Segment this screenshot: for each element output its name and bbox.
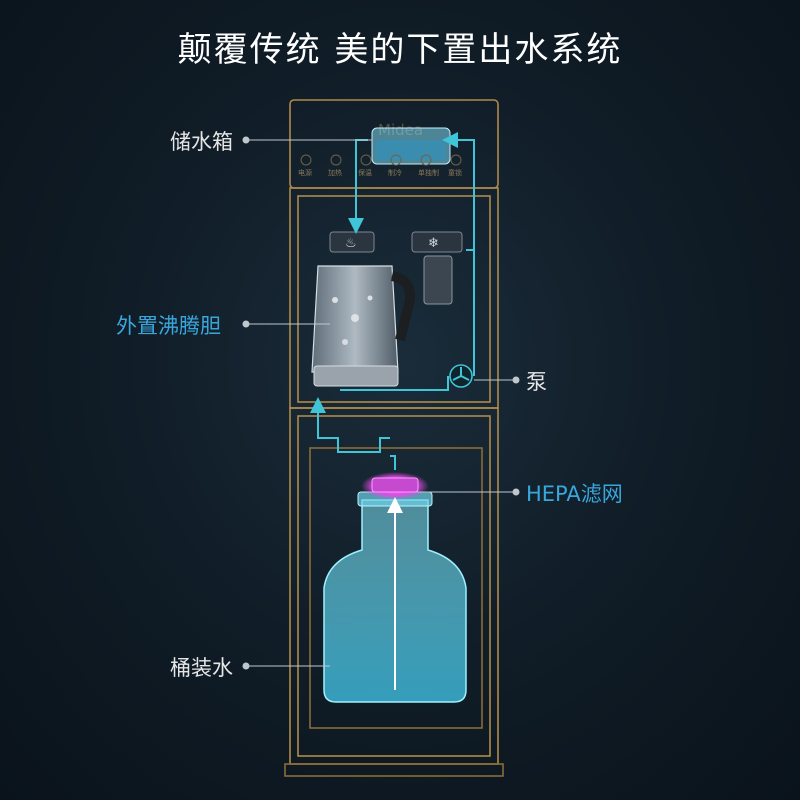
panel-button-label: 电源 <box>298 168 312 177</box>
dispenser-frame <box>284 99 504 777</box>
leader-lines <box>242 136 520 670</box>
panel-button-label: 单独制 <box>418 168 439 177</box>
panel-button-label: 保温 <box>358 168 372 177</box>
panel-button-icon <box>420 154 432 166</box>
external-kettle <box>311 265 416 387</box>
label-pump: 泵 <box>526 370 547 394</box>
page-title: 颠覆传统 美的下置出水系统 <box>177 30 623 70</box>
panel-button-icon <box>390 154 402 166</box>
label-kettle: 外置沸腾胆 <box>116 314 221 338</box>
hot-water-icon: ♨ <box>345 236 357 251</box>
label-bottle: 桶装水 <box>170 656 233 680</box>
hepa-filter <box>361 472 429 500</box>
panel-button-icon <box>360 154 372 166</box>
flow-path <box>310 132 475 690</box>
panel-button-label: 加热 <box>328 168 342 177</box>
label-filter: HEPA滤网 <box>526 482 623 506</box>
fan-pump-icon <box>449 364 473 388</box>
panel-button-label: 童锁 <box>448 168 462 177</box>
panel-button-label: 制冷 <box>388 168 402 177</box>
panel-button-icon <box>300 154 312 166</box>
label-tank: 储水箱 <box>170 130 233 154</box>
panel-button-icon <box>330 154 342 166</box>
panel-button-icon <box>450 154 462 166</box>
control-panel: Midea <box>371 121 451 165</box>
panel-buttons: 电源 加热 保温 制冷 单独制童锁 <box>298 154 462 177</box>
outlet-row: ♨ ❄ <box>329 231 463 305</box>
snowflake-icon: ❄ <box>428 236 439 251</box>
